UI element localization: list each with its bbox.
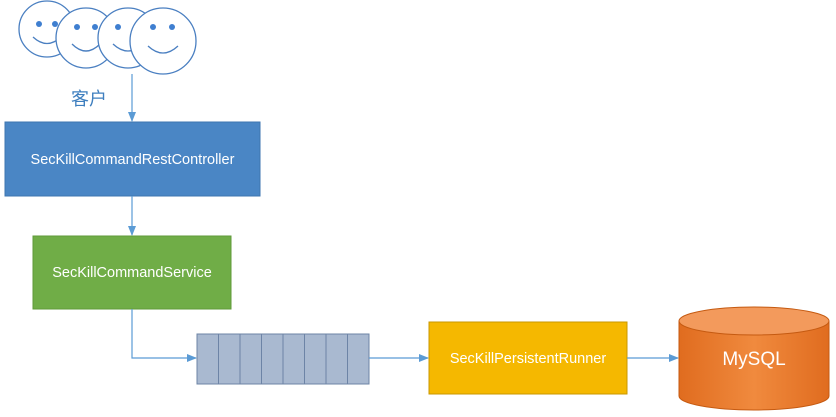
client-label: 客户 [71, 89, 107, 110]
controller-node: SecKillCommandRestController [4, 121, 261, 197]
smiley-face-icon [129, 7, 197, 75]
service-node: SecKillCommandService [32, 235, 232, 310]
runner-label: SecKillPersistentRunner [450, 351, 607, 367]
database-cylinder-icon: MySQL [678, 306, 830, 411]
service-label: SecKillCommandService [52, 265, 212, 281]
client-group: 客户 [18, 0, 197, 110]
database-label: MySQL [722, 349, 785, 370]
runner-node: SecKillPersistentRunner [428, 321, 628, 395]
message-queue-icon [196, 333, 370, 385]
controller-label: SecKillCommandRestController [31, 152, 235, 168]
smiley-face-icon [55, 7, 117, 69]
arrow-service-to-queue [131, 309, 197, 362]
